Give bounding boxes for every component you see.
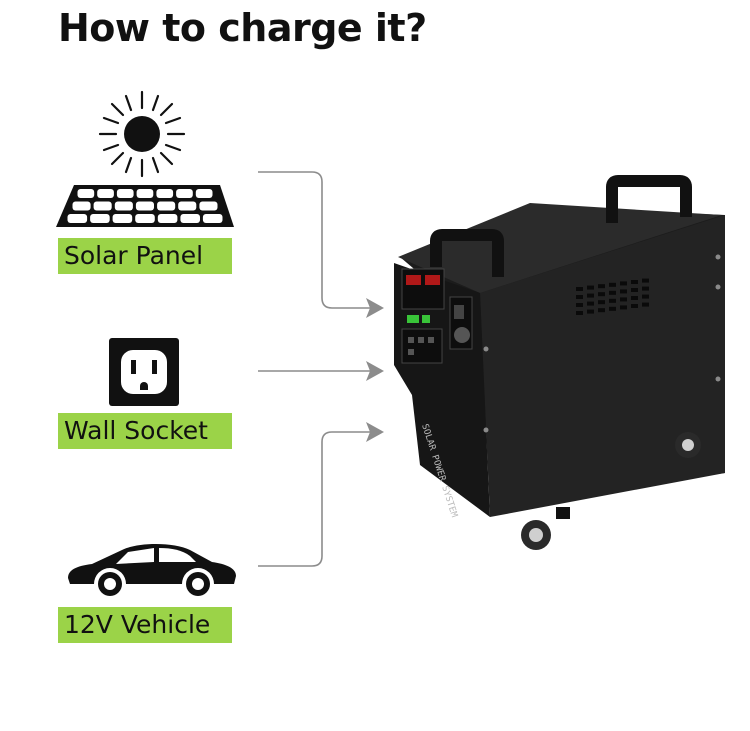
vent-slot — [598, 300, 605, 305]
vent-slot — [587, 301, 594, 306]
solar-cell — [116, 189, 134, 198]
vent-slot — [598, 284, 605, 289]
solar-cell — [135, 201, 154, 211]
solar-cell — [72, 201, 91, 211]
vent-slot — [642, 286, 649, 291]
solar-panel-label: Solar Panel — [58, 238, 232, 274]
vent-slot — [576, 295, 583, 299]
vent-slot — [609, 282, 616, 287]
solar-cell — [195, 189, 213, 198]
vent-slot — [576, 303, 583, 307]
vent-slot — [631, 280, 638, 284]
vent-slot — [642, 278, 649, 283]
wheels — [521, 432, 701, 550]
vent-slot — [598, 308, 605, 313]
vent-slot — [587, 285, 594, 290]
socket-arrow-head — [366, 361, 384, 381]
solar-cell — [178, 201, 197, 211]
wall-socket-icon — [109, 338, 179, 406]
vent-slot — [620, 281, 627, 286]
vehicle-connector — [258, 431, 372, 567]
solar-cell — [180, 214, 200, 223]
solar-cell — [199, 201, 218, 211]
vent-slot — [609, 298, 616, 303]
solar-cell — [135, 214, 155, 223]
solar-cell — [77, 189, 95, 198]
vehicle-arrow-head — [366, 422, 384, 442]
power-station-image: SOLAR POWER SYSTEM — [394, 175, 725, 550]
solar-cell — [93, 201, 112, 211]
solar-cell — [67, 214, 88, 223]
vent-slot — [631, 296, 638, 300]
sun-icon — [98, 90, 186, 178]
vent-slot — [598, 292, 605, 297]
vent-slot — [587, 309, 594, 314]
solar-cell — [97, 189, 114, 198]
solar-cell — [157, 201, 176, 211]
solar-connector — [258, 171, 372, 309]
vent-slot — [587, 293, 594, 298]
solar-cell — [136, 189, 154, 198]
solar-arrow-head — [366, 298, 384, 318]
car-icon — [68, 544, 236, 596]
solar-cell — [176, 189, 193, 198]
solar-cell — [202, 214, 223, 223]
vent-slot — [631, 304, 638, 308]
solar-cell — [112, 214, 133, 223]
vent-slot — [642, 302, 649, 307]
solar-cell — [156, 189, 174, 198]
vent-slot — [642, 294, 649, 299]
vent-slot — [609, 306, 616, 311]
wall-socket-label: Wall Socket — [58, 413, 232, 449]
vent-slot — [631, 288, 638, 292]
solar-cell — [157, 214, 178, 223]
solar-cell — [114, 201, 133, 211]
vent-slot — [620, 305, 627, 310]
vent-slot — [576, 311, 583, 315]
vent-slot — [620, 297, 627, 302]
solar-cell — [90, 214, 110, 223]
vehicle-label: 12V Vehicle — [58, 607, 232, 643]
vent-slot — [620, 289, 627, 294]
solar-panel-icon — [56, 185, 234, 227]
vent-slot — [576, 287, 583, 291]
page-title: How to charge it? — [58, 6, 427, 50]
vent-slot — [609, 290, 616, 295]
